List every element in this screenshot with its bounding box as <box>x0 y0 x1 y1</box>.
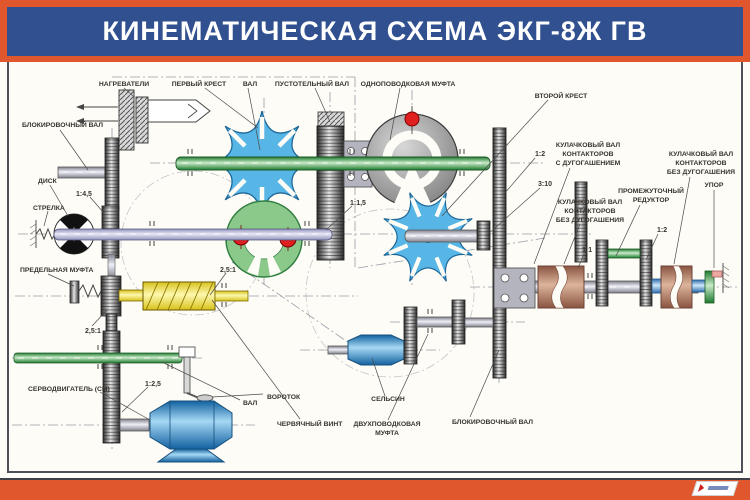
label-shaft-top: ВАЛ <box>243 81 258 88</box>
label-heaters: НАГРЕВАТЕЛИ <box>99 81 149 88</box>
ratio-251-worm: 2,5:1 <box>220 267 236 274</box>
heaters-assembly <box>76 89 211 151</box>
label-shaft-bottom: ВАЛ <box>243 400 258 407</box>
cam-drum-2 <box>660 265 693 309</box>
page-title: КИНЕМАТИЧЕСКАЯ СХЕМА ЭКГ-8Ж ГВ <box>102 16 648 46</box>
label-cam-arc-3: С ДУГОГАШЕНИЕМ <box>556 160 621 167</box>
label-cam-noarc-r2: КОНТАКТОРОВ <box>675 160 726 167</box>
label-pointer: СТРЕЛКА <box>33 205 65 212</box>
label-stop: УПОР <box>705 182 724 189</box>
left-gear-train <box>100 137 122 444</box>
label-cam-noarc-l1: КУЛАЧКОВЫЙ ВАЛ <box>558 197 623 206</box>
label-cam-noarc-l2: КОНТАКТОРОВ <box>564 208 615 215</box>
label-servomotor: СЕРВОДВИГАТЕЛЬ (СМ) <box>28 386 110 393</box>
label-blocking-shaft-bottom: БЛОКИРОВОЧНЫЙ ВАЛ <box>452 417 533 426</box>
footer-bar <box>0 478 750 500</box>
label-two-pin-clutch-2: МУФТА <box>375 430 399 437</box>
label-handle: ВОРОТОК <box>267 394 301 401</box>
selsyn-body <box>347 334 405 366</box>
main-shaft-green <box>175 156 491 171</box>
label-second-cross: ВТОРОЙ КРЕСТ <box>535 91 588 100</box>
label-disk: ДИСК <box>38 178 58 185</box>
ratio-11: 1:1 <box>582 247 592 254</box>
ratio-251-left: 2,5:1 <box>85 328 101 335</box>
label-cam-noarc-l3: БЕЗ ДУГОГАШЕНИЯ <box>556 217 624 224</box>
ratio-12-right: 1:2 <box>657 227 667 234</box>
ratio-115: 1:1,5 <box>350 200 366 207</box>
label-two-pin-clutch-1: ДВУХПОВОДКОВАЯ <box>353 421 420 428</box>
label-cam-noarc-r1: КУЛАЧКОВЫЙ ВАЛ <box>669 149 734 158</box>
publisher-logo-mark <box>697 484 706 492</box>
vertical-gear-racks <box>492 127 588 379</box>
blocking-shaft-left <box>57 166 106 179</box>
stop-coupling <box>704 270 715 304</box>
ratio-12-top: 1:2 <box>535 151 545 158</box>
cam-drum-1 <box>537 265 585 309</box>
selsyn-assembly <box>327 299 494 366</box>
ratio-310: 3:10 <box>538 181 552 188</box>
stop-pin <box>711 263 730 293</box>
worm-screw <box>118 281 249 311</box>
label-cam-arc-2: КОНТАКТОРОВ <box>562 151 613 158</box>
diagram-labels: НАГРЕВАТЕЛИ ПЕРВЫЙ КРЕСТ ВАЛ ПУСТОТЕЛЬНЫ… <box>20 79 735 437</box>
label-hollow-shaft: ПУСТОТЕЛЬНЫЙ ВАЛ <box>275 79 349 88</box>
publisher-logo-text <box>707 486 729 490</box>
label-cam-arc-1: КУЛАЧКОВЫЙ ВАЛ <box>556 140 621 149</box>
limit-clutch <box>69 280 102 304</box>
pointer-spring <box>29 220 56 248</box>
label-limit-clutch: ПРЕДЕЛЬНАЯ МУФТА <box>20 267 93 274</box>
leader-lines <box>43 87 715 421</box>
label-worm-screw: ЧЕРВЯЧНЫЙ ВИНТ <box>277 419 343 428</box>
publisher-logo <box>691 481 739 496</box>
label-blocking-shaft-left: БЛОКИРОВОЧНЫЙ ВАЛ <box>22 120 103 129</box>
disk-shaft-lavender <box>53 220 491 251</box>
label-single-pin-clutch: ОДНОПОВОДКОВАЯ МУФТА <box>361 81 456 88</box>
contactor-shaft-line <box>493 239 730 309</box>
blue-shaft-2 <box>691 279 707 293</box>
ratio-125: 1:2,5 <box>145 381 161 388</box>
servomotor <box>119 400 233 463</box>
intermediate-reducer <box>595 239 653 307</box>
label-reducer-2: РЕДУКТОР <box>633 197 670 204</box>
flange-plate <box>493 267 536 309</box>
handle-shaft-green <box>13 352 183 364</box>
label-selsyn: СЕЛЬСИН <box>371 396 405 403</box>
crank-handle <box>178 346 214 402</box>
label-first-cross: ПЕРВЫЙ КРЕСТ <box>172 79 227 88</box>
label-reducer-1: ПРОМЕЖУТОЧНЫЙ <box>618 186 684 195</box>
label-cam-noarc-r3: БЕЗ ДУГОГАШЕНИЯ <box>667 169 735 176</box>
ratio-1-45: 1:4,5 <box>76 191 92 198</box>
title-banner: КИНЕМАТИЧЕСКАЯ СХЕМА ЭКГ-8Ж ГВ <box>7 7 743 56</box>
